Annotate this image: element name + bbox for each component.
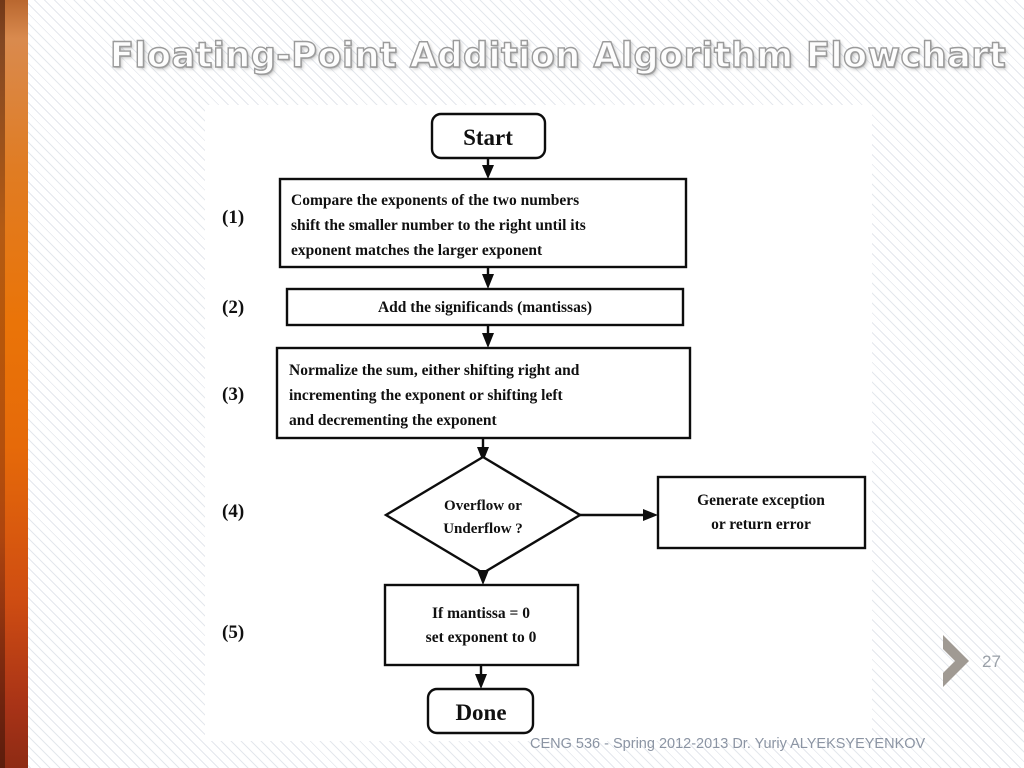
node-exception-line-1: Generate exception (697, 492, 825, 509)
node-compare-line-1: Compare the exponents of the two numbers (291, 192, 579, 209)
node-compare (278, 177, 688, 269)
accent-bar-edge (0, 0, 5, 768)
node-normalize-line-2: incrementing the exponent or shifting le… (289, 387, 564, 404)
page-number: 27 (982, 652, 1001, 671)
node-exception (656, 475, 867, 550)
node-done-label: Done (455, 700, 506, 725)
node-done (426, 687, 535, 735)
flowchart-diagram: (1) (2) (3) (4) (5) Start Compare the ex… (222, 112, 867, 735)
node-decision-line-1: Overflow or (444, 498, 522, 514)
node-normalize-line-1: Normalize the sum, either shifting right… (289, 362, 580, 379)
footer-course-credit: CENG 536 - Spring 2012-2013 Dr. Yuriy AL… (530, 736, 926, 752)
step-label-1: (1) (222, 207, 244, 228)
arrowhead-decision-to-mantissa (477, 570, 489, 585)
flowchart-image-panel: (1) (2) (3) (4) (5) Start Compare the ex… (205, 105, 872, 741)
node-add-line-1: Add the significands (mantissas) (378, 299, 592, 316)
page-title: Floating-Point Addition Algorithm Flowch… (109, 35, 1007, 76)
node-mantissa-zero-line-2: set exponent to 0 (426, 629, 537, 646)
node-add (285, 287, 685, 327)
step-label-5: (5) (222, 622, 244, 643)
node-exception-line-2: or return error (711, 516, 811, 533)
node-normalize-line-3: and decrementing the exponent (289, 412, 498, 429)
arrowhead-normalize-to-decision (477, 447, 489, 462)
node-decision-line-2: Underflow ? (443, 521, 523, 537)
arrowhead-start-to-compare (482, 165, 494, 179)
step-label-4: (4) (222, 501, 244, 522)
node-mantissa-zero (383, 583, 580, 667)
node-decision (383, 455, 583, 575)
node-compare-line-3: exponent matches the larger exponent (291, 242, 543, 259)
step-label-2: (2) (222, 297, 244, 318)
arrowhead-mantissa-to-done (475, 674, 487, 689)
arrowhead-decision-to-exception (643, 509, 658, 521)
node-compare-line-2: shift the smaller number to the right un… (291, 217, 586, 234)
node-mantissa-zero-line-1: If mantissa = 0 (432, 605, 530, 622)
left-accent-bar (0, 0, 28, 768)
arrowhead-add-to-normalize (482, 333, 494, 348)
arrowhead-compare-to-add (482, 274, 494, 289)
node-start-label: Start (463, 125, 513, 150)
step-label-3: (3) (222, 384, 244, 405)
chevron-right-icon[interactable] (941, 633, 971, 689)
